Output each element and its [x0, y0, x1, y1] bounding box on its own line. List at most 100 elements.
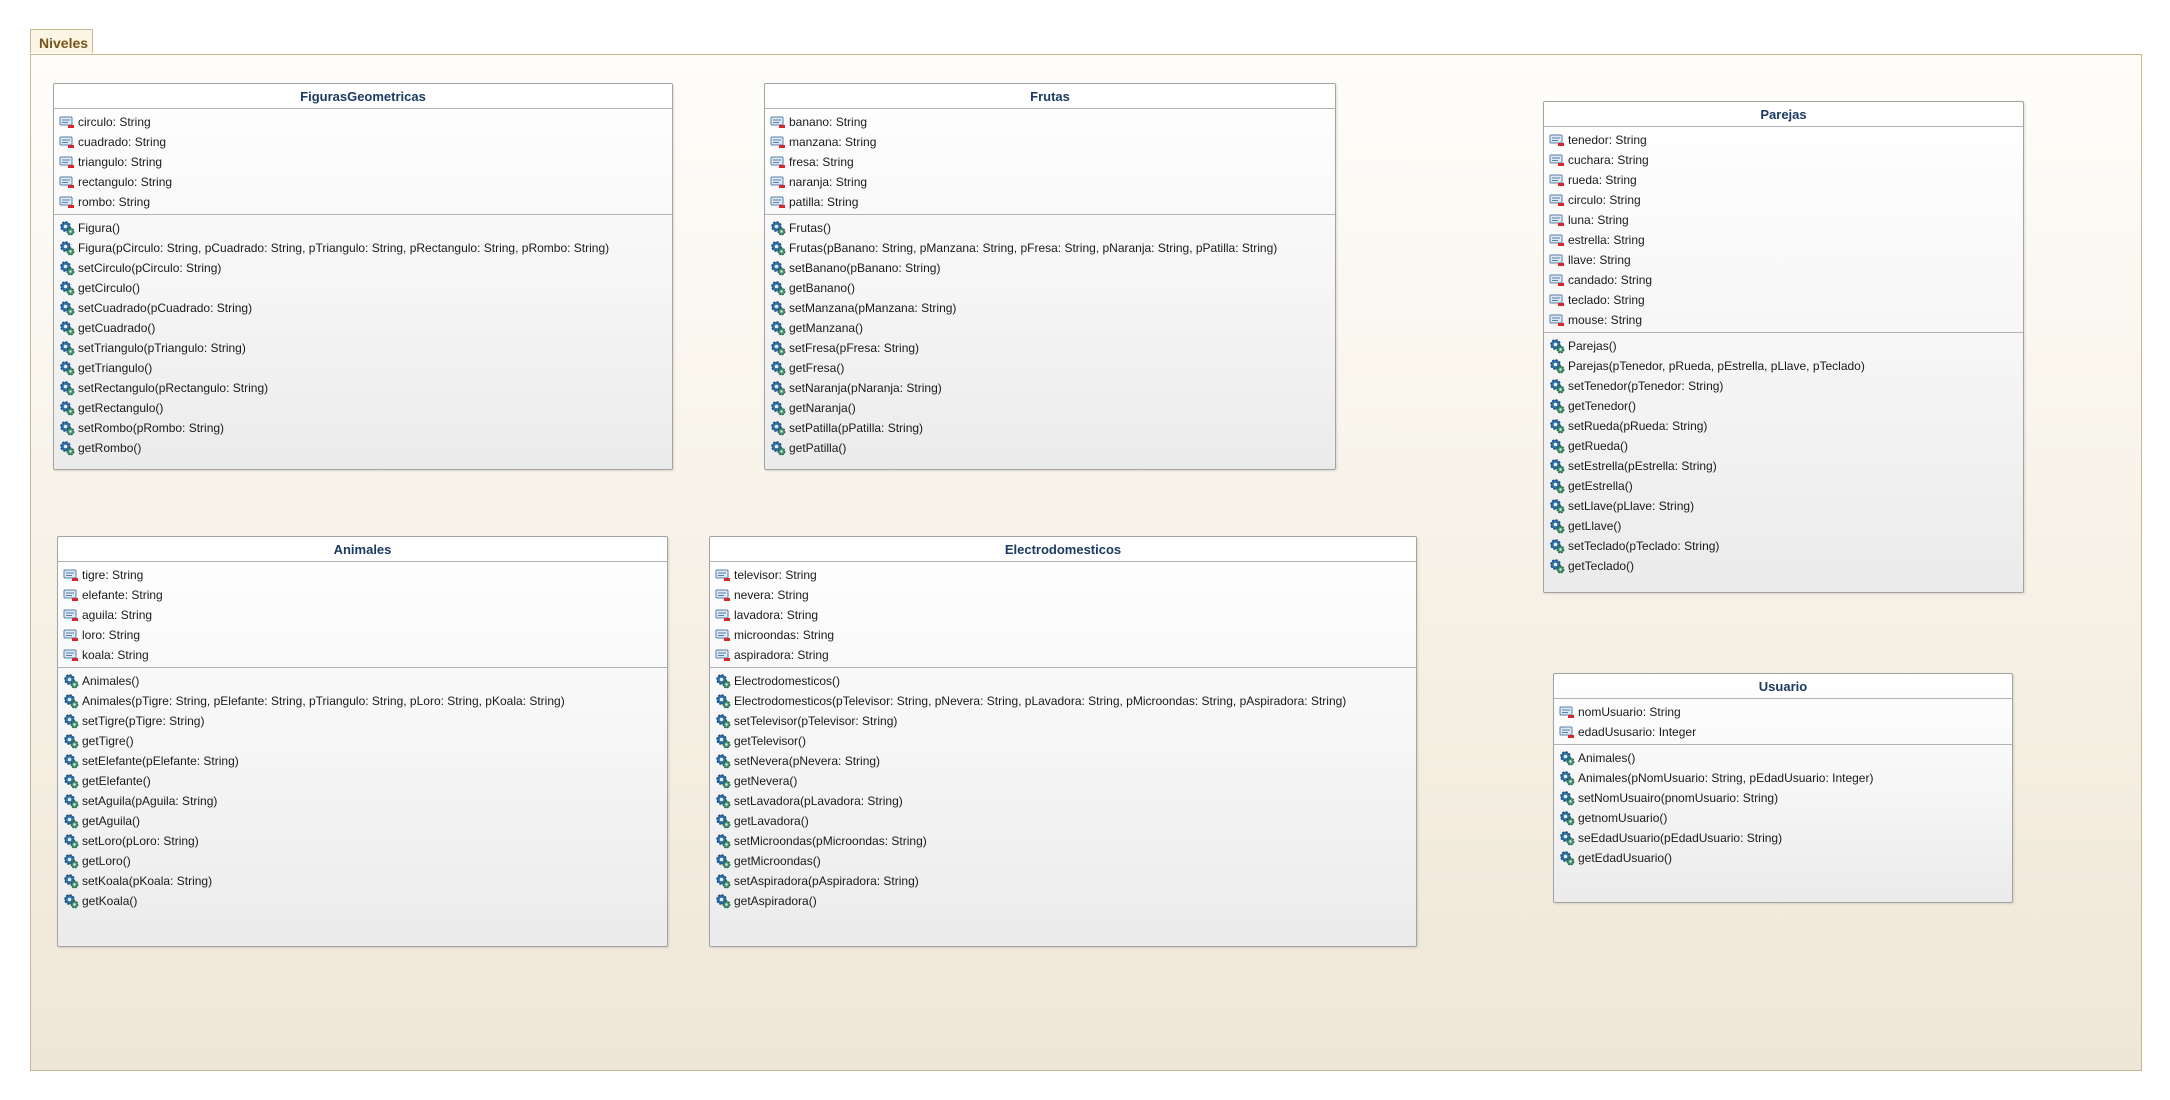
attribute-row[interactable]: manzana: String [765, 132, 1335, 152]
attribute-row[interactable]: tigre: String [58, 565, 667, 585]
operation-row[interactable]: setBanano(pBanano: String) [765, 258, 1335, 278]
operation-row[interactable]: setTigre(pTigre: String) [58, 711, 667, 731]
attribute-row[interactable]: microondas: String [710, 625, 1416, 645]
operation-row[interactable]: setRombo(pRombo: String) [54, 418, 672, 438]
operation-row[interactable]: getRueda() [1544, 436, 2023, 456]
operation-row[interactable]: getnomUsuario() [1554, 808, 2012, 828]
operation-row[interactable]: getPatilla() [765, 438, 1335, 458]
operation-row[interactable]: setCirculo(pCirculo: String) [54, 258, 672, 278]
operation-row[interactable]: setAspiradora(pAspiradora: String) [710, 871, 1416, 891]
attribute-row[interactable]: lavadora: String [710, 605, 1416, 625]
attribute-row[interactable]: mouse: String [1544, 310, 2023, 330]
operation-row[interactable]: getEdadUsuario() [1554, 848, 2012, 868]
operation-row[interactable]: Animales() [58, 671, 667, 691]
attribute-row[interactable]: cuchara: String [1544, 150, 2023, 170]
operation-row[interactable]: Animales(pTigre: String, pElefante: Stri… [58, 691, 667, 711]
operation-row[interactable]: getTenedor() [1544, 396, 2023, 416]
operation-row[interactable]: getAguila() [58, 811, 667, 831]
operation-row[interactable]: Frutas(pBanano: String, pManzana: String… [765, 238, 1335, 258]
operation-row[interactable]: getTriangulo() [54, 358, 672, 378]
operation-row[interactable]: setFresa(pFresa: String) [765, 338, 1335, 358]
attribute-row[interactable]: rectangulo: String [54, 172, 672, 192]
operation-row[interactable]: getNaranja() [765, 398, 1335, 418]
operation-row[interactable]: getTelevisor() [710, 731, 1416, 751]
operation-row[interactable]: getCirculo() [54, 278, 672, 298]
operation-row[interactable]: setRueda(pRueda: String) [1544, 416, 2023, 436]
operation-row[interactable]: setTelevisor(pTelevisor: String) [710, 711, 1416, 731]
attribute-row[interactable]: aspiradora: String [710, 645, 1416, 665]
attribute-row[interactable]: aguila: String [58, 605, 667, 625]
operation-row[interactable]: setLlave(pLlave: String) [1544, 496, 2023, 516]
operation-row[interactable]: setEstrella(pEstrella: String) [1544, 456, 2023, 476]
operation-row[interactable]: getEstrella() [1544, 476, 2023, 496]
package-tab[interactable]: Niveles [30, 29, 93, 53]
operation-row[interactable]: setElefante(pElefante: String) [58, 751, 667, 771]
attribute-row[interactable]: tenedor: String [1544, 130, 2023, 150]
operation-row[interactable]: setManzana(pManzana: String) [765, 298, 1335, 318]
operation-row[interactable]: setLoro(pLoro: String) [58, 831, 667, 851]
operation-row[interactable]: getCuadrado() [54, 318, 672, 338]
operation-row[interactable]: setKoala(pKoala: String) [58, 871, 667, 891]
attribute-row[interactable]: cuadrado: String [54, 132, 672, 152]
attribute-row[interactable]: candado: String [1544, 270, 2023, 290]
attribute-row[interactable]: nevera: String [710, 585, 1416, 605]
attribute-row[interactable]: nomUsuario: String [1554, 702, 2012, 722]
operation-row[interactable]: setPatilla(pPatilla: String) [765, 418, 1335, 438]
operation-row[interactable]: getFresa() [765, 358, 1335, 378]
operation-row[interactable]: seEdadUsuario(pEdadUsuario: String) [1554, 828, 2012, 848]
operation-row[interactable]: Animales(pNomUsuario: String, pEdadUsuar… [1554, 768, 2012, 788]
attribute-row[interactable]: circulo: String [54, 112, 672, 132]
operation-row[interactable]: Figura() [54, 218, 672, 238]
operation-row[interactable]: Figura(pCirculo: String, pCuadrado: Stri… [54, 238, 672, 258]
operation-row[interactable]: Animales() [1554, 748, 2012, 768]
attribute-row[interactable]: teclado: String [1544, 290, 2023, 310]
attribute-row[interactable]: estrella: String [1544, 230, 2023, 250]
attribute-row[interactable]: koala: String [58, 645, 667, 665]
attribute-row[interactable]: elefante: String [58, 585, 667, 605]
operation-row[interactable]: getRombo() [54, 438, 672, 458]
attribute-row[interactable]: luna: String [1544, 210, 2023, 230]
operation-row[interactable]: setNevera(pNevera: String) [710, 751, 1416, 771]
operation-row[interactable]: setAguila(pAguila: String) [58, 791, 667, 811]
operation-row[interactable]: getLavadora() [710, 811, 1416, 831]
attribute-row[interactable]: triangulo: String [54, 152, 672, 172]
attribute-row[interactable]: naranja: String [765, 172, 1335, 192]
attribute-row[interactable]: rueda: String [1544, 170, 2023, 190]
operation-row[interactable]: Electrodomesticos() [710, 671, 1416, 691]
operation-row[interactable]: getElefante() [58, 771, 667, 791]
operation-row[interactable]: setRectangulo(pRectangulo: String) [54, 378, 672, 398]
operation-row[interactable]: Frutas() [765, 218, 1335, 238]
operation-row[interactable]: setLavadora(pLavadora: String) [710, 791, 1416, 811]
operation-row[interactable]: getLoro() [58, 851, 667, 871]
operation-row[interactable]: Parejas(pTenedor, pRueda, pEstrella, pLl… [1544, 356, 2023, 376]
operation-row[interactable]: getNevera() [710, 771, 1416, 791]
attribute-row[interactable]: llave: String [1544, 250, 2023, 270]
operation-row[interactable]: getBanano() [765, 278, 1335, 298]
operation-row[interactable]: getRectangulo() [54, 398, 672, 418]
attribute-row[interactable]: circulo: String [1544, 190, 2023, 210]
operation-row[interactable]: getMicroondas() [710, 851, 1416, 871]
operation-row[interactable]: setTeclado(pTeclado: String) [1544, 536, 2023, 556]
operation-row[interactable]: getAspiradora() [710, 891, 1416, 911]
operation-row[interactable]: getTeclado() [1544, 556, 2023, 576]
attribute-row[interactable]: fresa: String [765, 152, 1335, 172]
attribute-row[interactable]: edadUsusario: Integer [1554, 722, 2012, 742]
operation-row[interactable]: setCuadrado(pCuadrado: String) [54, 298, 672, 318]
attribute-row[interactable]: patilla: String [765, 192, 1335, 212]
operation-row[interactable]: getTigre() [58, 731, 667, 751]
operation-row[interactable]: Parejas() [1544, 336, 2023, 356]
operation-row[interactable]: setTenedor(pTenedor: String) [1544, 376, 2023, 396]
operation-row[interactable]: getKoala() [58, 891, 667, 911]
attribute-row[interactable]: banano: String [765, 112, 1335, 132]
operation-row[interactable]: setTriangulo(pTriangulo: String) [54, 338, 672, 358]
operation-row[interactable]: setNaranja(pNaranja: String) [765, 378, 1335, 398]
operation-row[interactable]: getLlave() [1544, 516, 2023, 536]
operation-row[interactable]: Electrodomesticos(pTelevisor: String, pN… [710, 691, 1416, 711]
operation-row[interactable]: setNomUsuairo(pnomUsuario: String) [1554, 788, 2012, 808]
